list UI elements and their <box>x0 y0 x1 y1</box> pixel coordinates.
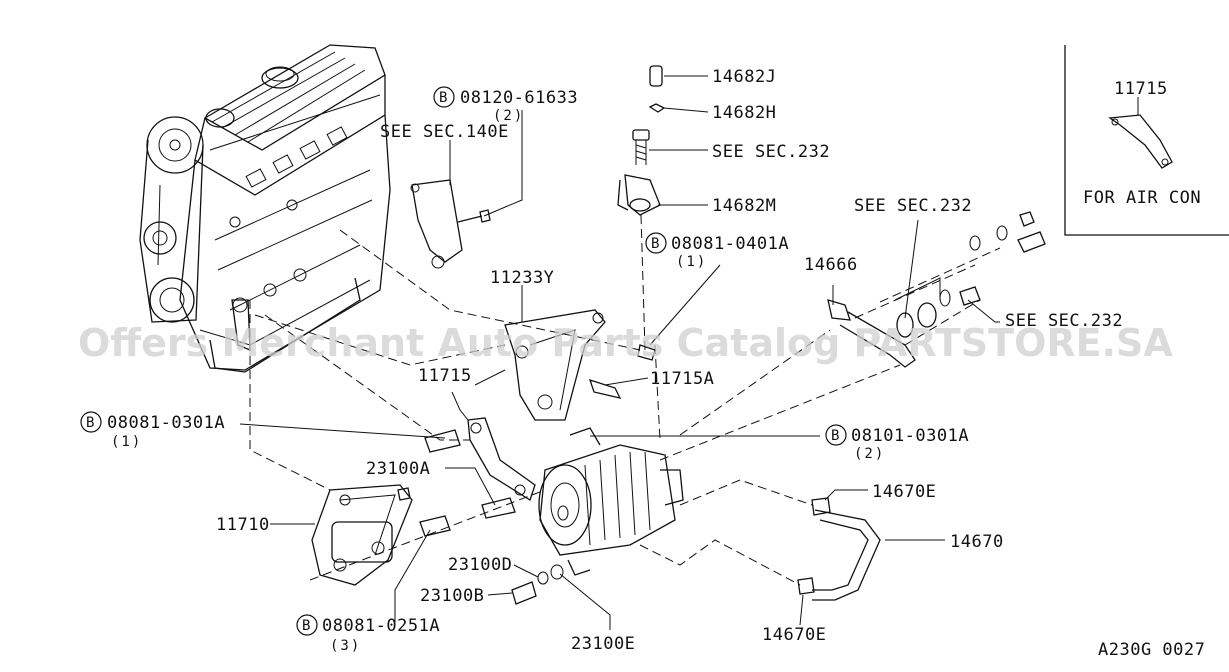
label-see-sec-232-a: SEE SEC.232 <box>712 142 830 162</box>
label-14682h: 14682H <box>712 103 776 123</box>
label-14682m: 14682M <box>712 196 776 216</box>
label-23100e: 23100E <box>571 634 635 654</box>
label-11715: 11715 <box>418 366 472 386</box>
water-hose <box>639 479 881 601</box>
qty-08120: (2) <box>493 108 524 124</box>
label-08081-0251a: 08081-0251A <box>322 616 440 636</box>
label-see-sec-232-b: SEE SEC.232 <box>854 196 972 216</box>
label-08101-0301a: 08101-0301A <box>851 426 969 446</box>
label-08081-0301a: 08081-0301A <box>107 413 225 433</box>
label-11710: 11710 <box>216 515 270 535</box>
label-14670e-top: 14670E <box>872 482 936 502</box>
qty-08101-0301: (2) <box>854 446 885 462</box>
label-08081-0401a: 08081-0401A <box>671 234 789 254</box>
inset-caption: FOR AIR CON <box>1083 188 1201 208</box>
label-see-sec-232-c: SEE SEC.232 <box>1005 311 1123 331</box>
label-23100b: 23100B <box>420 586 484 606</box>
water-hose-fittings <box>827 211 1046 368</box>
label-14682j: 14682J <box>712 67 776 87</box>
sensor-assembly <box>617 65 666 351</box>
label-23100d: 23100D <box>448 555 512 575</box>
alternator-bracket <box>504 309 656 421</box>
qty-08081-0401: (1) <box>676 254 707 270</box>
inset-part-number: 11715 <box>1114 79 1168 99</box>
qty-08081-0301: (1) <box>111 434 142 450</box>
watermark: Offers Merchant Auto Parts Catalog PARTS… <box>78 321 1173 365</box>
label-see-sec-140e: SEE SEC.140E <box>380 122 509 142</box>
inset-air-con: 11715 FOR AIR CON <box>1064 45 1229 236</box>
bracket-sec-140e <box>410 179 491 269</box>
label-14670e-bottom: 14670E <box>762 625 826 645</box>
phantom-lines <box>249 229 901 581</box>
label-23100a: 23100A <box>366 459 430 479</box>
b-mark-08081-0301: B <box>86 415 94 431</box>
alternator <box>538 427 684 576</box>
label-14670: 14670 <box>950 532 1004 552</box>
label-14666: 14666 <box>804 255 858 275</box>
alternator-hardware <box>511 564 564 605</box>
label-11233y: 11233Y <box>490 268 554 288</box>
b-mark-08101-0301: B <box>831 428 839 444</box>
callout-labels: B 08120-61633 (2) SEE SEC.140E 14682J 14… <box>80 67 1205 660</box>
diagram-code: A230G 0027 <box>1098 640 1205 660</box>
qty-08081-0251: (3) <box>330 638 361 654</box>
leader-lines <box>239 75 1000 630</box>
b-mark-08081-0251: B <box>302 618 310 634</box>
label-08120-61633: 08120-61633 <box>460 88 578 108</box>
b-mark-08081-0401: B <box>651 236 659 252</box>
lower-bracket <box>311 484 451 586</box>
label-11715a: 11715A <box>650 369 714 389</box>
b-mark-08120: B <box>439 90 447 106</box>
adjusting-bar <box>424 417 536 519</box>
